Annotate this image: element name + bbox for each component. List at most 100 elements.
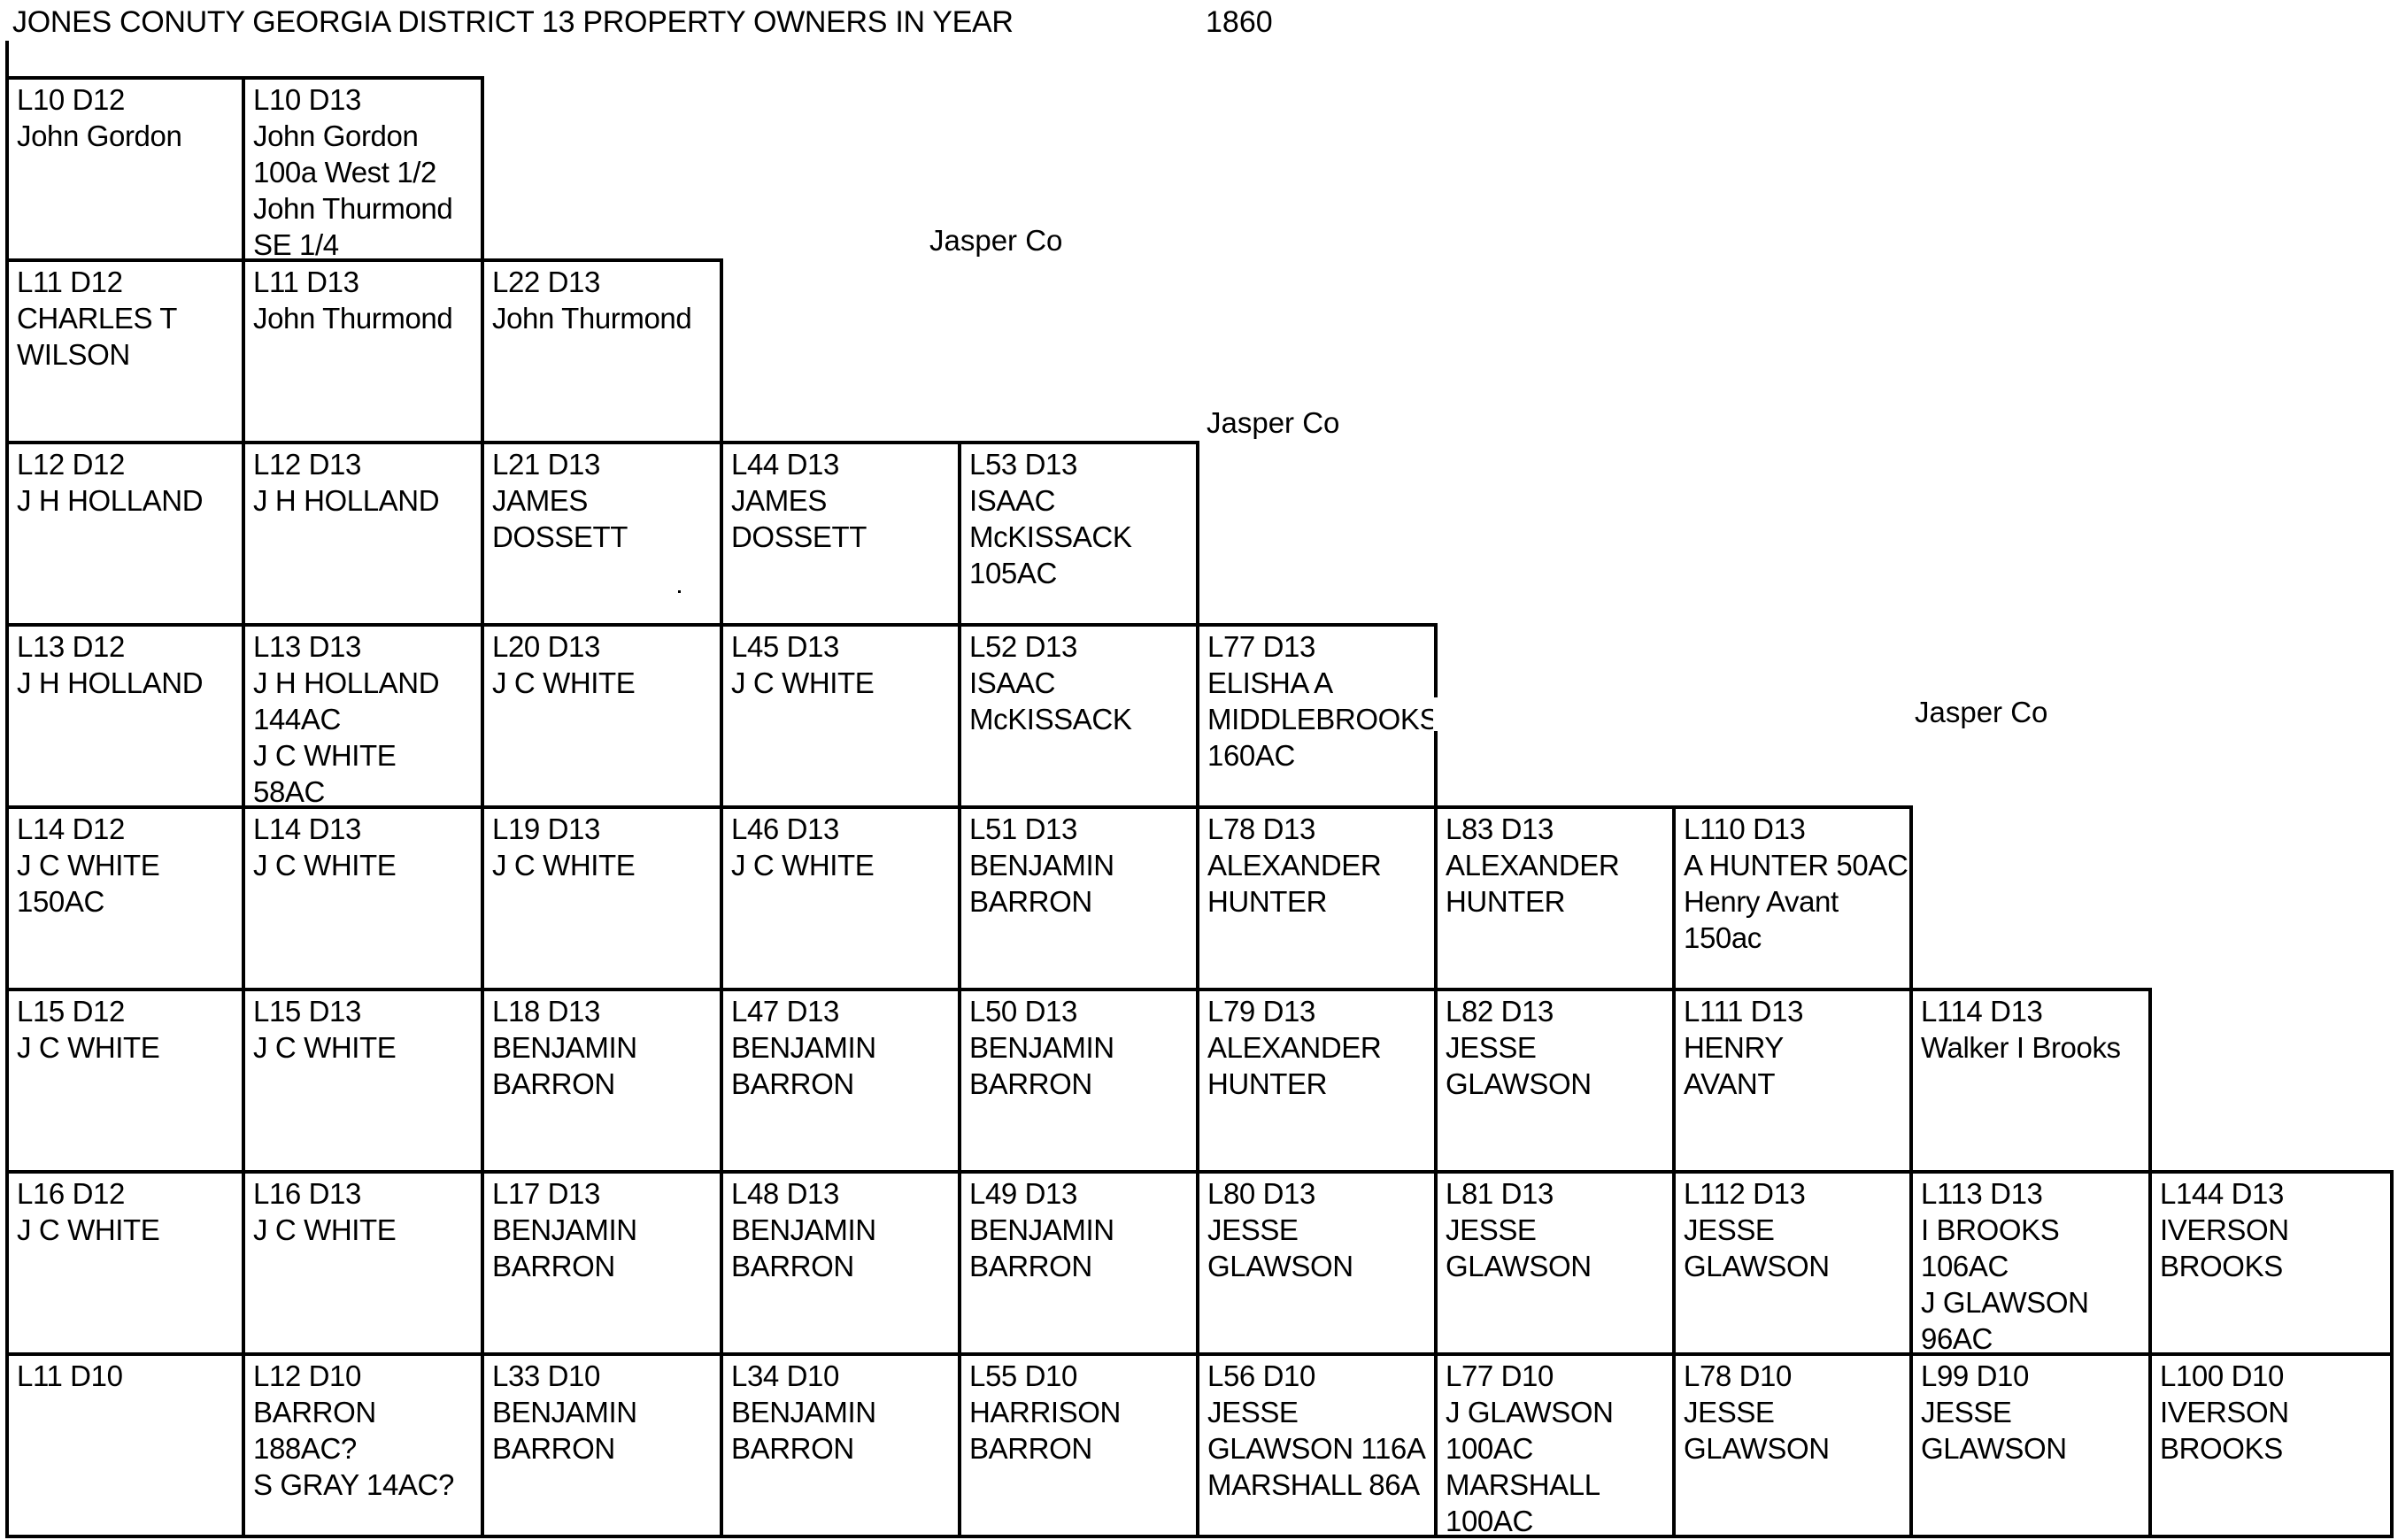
owner-line: J H HOLLAND xyxy=(253,666,440,699)
owner-line: JESSE xyxy=(1207,1396,1299,1428)
lot-number: L56 D10 xyxy=(1207,1359,1315,1392)
lot-number: L34 D10 xyxy=(731,1359,839,1392)
lot-number: L11 D10 xyxy=(17,1359,123,1392)
owner-line: McKISSACK xyxy=(969,703,1132,735)
owner-line: IVERSON xyxy=(2160,1396,2289,1428)
owner-line: GLAWSON xyxy=(1207,1250,1353,1282)
lot-number: L45 D13 xyxy=(731,630,839,663)
owner-line: HENRY xyxy=(1684,1031,1784,1064)
lot-number: L81 D13 xyxy=(1446,1177,1554,1210)
lot-number: L114 D13 xyxy=(1921,995,2043,1028)
lot-number: L99 D10 xyxy=(1921,1359,2029,1392)
owner-line: J H HOLLAND xyxy=(253,484,440,517)
lot-number: L79 D13 xyxy=(1207,995,1315,1028)
jasper-county-label: Jasper Co xyxy=(929,224,1063,257)
owner-line: John Thurmond xyxy=(253,302,453,335)
owner-line: BARRON xyxy=(969,1432,1092,1465)
lot-number: L17 D13 xyxy=(492,1177,600,1210)
lot-number: L77 D13 xyxy=(1207,630,1315,663)
owner-line: 100AC xyxy=(1446,1432,1533,1465)
owner-line: J C WHITE xyxy=(731,666,875,699)
owner-line: BARRON xyxy=(969,885,1092,918)
owner-line: J C WHITE xyxy=(17,1213,160,1246)
owner-line: J H HOLLAND xyxy=(17,484,204,517)
owner-line: JESSE xyxy=(1446,1031,1537,1064)
lot-number: L16 D12 xyxy=(17,1177,125,1210)
owner-line: JESSE xyxy=(1684,1213,1775,1246)
lot-number: L77 D10 xyxy=(1446,1359,1554,1392)
lot-number: L78 D10 xyxy=(1684,1359,1792,1392)
owner-line: JESSE xyxy=(1684,1396,1775,1428)
owner-line: John Gordon xyxy=(17,119,182,152)
owner-line: Henry Avant xyxy=(1684,885,1839,918)
owner-line: BENJAMIN xyxy=(969,1031,1114,1064)
lot-number: L19 D13 xyxy=(492,812,600,845)
owner-line: J GLAWSON xyxy=(1446,1396,1614,1428)
owner-line: BENJAMIN xyxy=(492,1396,637,1428)
owner-line: ALEXANDER xyxy=(1207,849,1382,882)
lot-number: L22 D13 xyxy=(492,266,600,298)
owner-line: 150ac xyxy=(1684,921,1762,954)
lot-number: L100 D10 xyxy=(2160,1359,2284,1392)
owner-line: John Thurmond xyxy=(253,192,453,225)
lot-number: L83 D13 xyxy=(1446,812,1554,845)
lot-number: L113 D13 xyxy=(1921,1177,2043,1210)
jasper-county-label: Jasper Co xyxy=(1915,696,2048,728)
owner-line: BENJAMIN xyxy=(969,1213,1114,1246)
lot-number: L13 D12 xyxy=(17,630,125,663)
owner-line: MARSHALL 86A xyxy=(1207,1468,1420,1501)
jasper-county-label: Jasper Co xyxy=(1207,406,1340,439)
owner-line: BARRON xyxy=(731,1432,854,1465)
lot-number: L55 D10 xyxy=(969,1359,1077,1392)
lot-number: L82 D13 xyxy=(1446,995,1554,1028)
owner-line: 96AC xyxy=(1921,1322,1993,1355)
owner-line: J C WHITE xyxy=(492,666,636,699)
owner-line: BROOKS xyxy=(2160,1432,2283,1465)
owner-line: BARRON xyxy=(969,1067,1092,1100)
owner-line: I BROOKS xyxy=(1921,1213,2060,1246)
owner-line: John Gordon xyxy=(253,119,419,152)
lot-number: L14 D13 xyxy=(253,812,361,845)
owner-line: BARRON xyxy=(492,1250,615,1282)
owner-line: JESSE xyxy=(1921,1396,2012,1428)
lot-number: L50 D13 xyxy=(969,995,1077,1028)
owner-line: J C WHITE xyxy=(253,1031,397,1064)
owner-line: MARSHALL xyxy=(1446,1468,1600,1501)
owner-line: J C WHITE xyxy=(492,849,636,882)
lot-number: L80 D13 xyxy=(1207,1177,1315,1210)
owner-line: ISAAC xyxy=(969,666,1056,699)
lot-number: L13 D13 xyxy=(253,630,361,663)
lot-number: L16 D13 xyxy=(253,1177,361,1210)
lot-number: L10 D12 xyxy=(17,83,125,116)
owner-line: WILSON xyxy=(17,338,130,371)
owner-line: 100a West 1/2 xyxy=(253,156,436,189)
owner-line: BENJAMIN xyxy=(731,1213,876,1246)
lot-number: L51 D13 xyxy=(969,812,1077,845)
lot-number: L15 D12 xyxy=(17,995,125,1028)
owner-line: BENJAMIN xyxy=(731,1396,876,1428)
lot-number: L48 D13 xyxy=(731,1177,839,1210)
